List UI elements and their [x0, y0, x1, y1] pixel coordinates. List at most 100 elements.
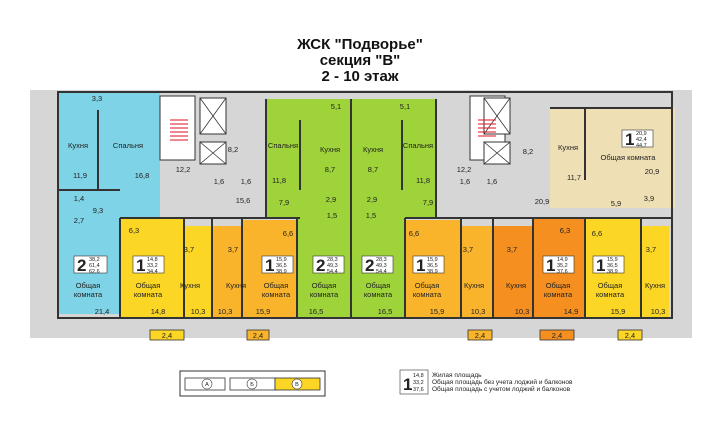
room-label-living: комната	[596, 290, 625, 299]
area-label: 16,5	[378, 307, 393, 316]
room-label-living: Общая	[312, 281, 337, 290]
apartment-badge: 1 14,9 35,2 37,6	[542, 255, 575, 275]
svg-text:14,8: 14,8	[147, 257, 158, 263]
svg-text:38,9: 38,9	[427, 269, 438, 275]
area-label: 11,9	[73, 171, 87, 180]
apartment-badge: 2 28,3 49,3 54,4	[361, 255, 394, 275]
area-label: 10,3	[651, 307, 666, 316]
apartment-badge: 1 20,9 42,4 44,7	[621, 129, 654, 149]
title-section: секция "В"	[319, 52, 401, 69]
area-label: 3,7	[463, 245, 473, 254]
room-label-living: комната	[544, 290, 573, 299]
room-label-kitchen: Кухня	[68, 141, 88, 150]
svg-text:Б: Б	[250, 382, 254, 388]
svg-text:2: 2	[316, 256, 325, 275]
room-label-living: Общая комната	[601, 153, 657, 162]
svg-text:14,9: 14,9	[557, 257, 568, 263]
svg-text:1: 1	[265, 256, 274, 275]
area-label: 15,9	[611, 307, 626, 316]
svg-text:34,4: 34,4	[147, 269, 158, 275]
apartment-beige	[550, 108, 675, 208]
apartment-badge: 1 14,8 33,2 34,4	[132, 255, 165, 275]
svg-text:1: 1	[625, 130, 634, 149]
area-label: 5,1	[400, 102, 410, 111]
svg-text:61,4: 61,4	[89, 263, 100, 269]
area-label: 14,9	[564, 307, 579, 316]
svg-text:38,2: 38,2	[89, 257, 100, 263]
area-label: 10,3	[191, 307, 206, 316]
area-label: 10,3	[471, 307, 486, 316]
svg-text:54,4: 54,4	[376, 269, 387, 275]
apartment-badge: 1 15,9 36,5 38,9	[261, 255, 294, 275]
svg-text:Общая площадь без учета лоджий: Общая площадь без учета лоджий и балконо…	[432, 378, 573, 386]
apartment-orange	[493, 226, 533, 318]
svg-text:Общая площадь с учетом лоджий: Общая площадь с учетом лоджий и балконов	[432, 385, 571, 393]
area-label: 7,9	[279, 198, 289, 207]
area-label: 1,5	[327, 211, 337, 220]
area-label: 1,6	[487, 177, 497, 186]
room-label-kitchen: Кухня	[363, 145, 383, 154]
area-label: 6,3	[560, 226, 570, 235]
svg-text:33,2: 33,2	[413, 380, 424, 386]
room-label-kitchen: Кухня	[226, 281, 246, 290]
svg-text:62,6: 62,6	[89, 269, 100, 275]
area-label: 2,4	[552, 331, 562, 340]
room-label-kitchen: Кухня	[645, 281, 665, 290]
svg-text:49,3: 49,3	[376, 263, 387, 269]
area-label: 1,4	[74, 194, 84, 203]
area-label: 3,7	[646, 245, 656, 254]
room-label-kitchen: Кухня	[464, 281, 484, 290]
area-label: 3,7	[228, 245, 238, 254]
room-label-living: Общая	[546, 281, 571, 290]
room-label-living: Общая	[76, 281, 101, 290]
svg-text:35,2: 35,2	[557, 263, 568, 269]
svg-text:28,3: 28,3	[327, 257, 338, 263]
apartment-lightorange-1	[212, 226, 242, 318]
area-label: 1,6	[241, 177, 251, 186]
area-label: 11,8	[272, 176, 286, 185]
area-label: 16,8	[135, 171, 150, 180]
area-label: 1,6	[460, 177, 470, 186]
svg-text:14,8: 14,8	[413, 373, 424, 379]
apartment-badge: 2 38,2 61,4 62,6	[73, 255, 108, 275]
area-label: 6,6	[283, 229, 293, 238]
title-complex: ЖСК "Подворье"	[297, 36, 423, 53]
svg-text:1: 1	[596, 256, 605, 275]
area-label: 20,9	[535, 197, 550, 206]
area-label: 8,2	[523, 147, 533, 156]
area-label: 1,6	[214, 177, 224, 186]
area-label: 6,6	[409, 229, 419, 238]
apartment-badge: 2 28,3 49,3 54,4	[312, 255, 345, 275]
area-label: 3,3	[92, 94, 102, 103]
svg-text:37,6: 37,6	[557, 269, 568, 275]
area-label: 3,7	[184, 245, 194, 254]
legend-area-key: 1 14,8 33,2 37,6 Жилая площадь Общая пло…	[399, 369, 573, 395]
svg-text:38,9: 38,9	[276, 269, 287, 275]
room-label-living: комната	[413, 290, 442, 299]
svg-text:1: 1	[403, 375, 412, 394]
svg-text:Жилая площадь: Жилая площадь	[432, 372, 482, 379]
svg-text:15,9: 15,9	[276, 257, 287, 263]
room-label-kitchen: Кухня	[506, 281, 526, 290]
room-label-bedroom: Спальня	[403, 141, 433, 150]
area-label: 2,9	[326, 195, 336, 204]
room-label-living: комната	[74, 290, 103, 299]
apartment-green-right	[351, 99, 436, 219]
legend-section-swatches: А Б В	[179, 370, 326, 397]
title-floors: 2 - 10 этаж	[321, 68, 399, 85]
area-label: 14,8	[151, 307, 166, 316]
apartment-badge: 1 15,9 36,5 38,9	[592, 255, 625, 275]
svg-text:37,6: 37,6	[413, 387, 424, 393]
room-label-kitchen: Кухня	[180, 281, 200, 290]
svg-text:54,4: 54,4	[327, 269, 338, 275]
area-label: 5,9	[611, 199, 621, 208]
svg-text:36,5: 36,5	[427, 263, 438, 269]
area-label: 16,5	[309, 307, 324, 316]
area-label: 8,7	[325, 165, 335, 174]
room-label-living: комната	[364, 290, 393, 299]
area-label: 2,7	[74, 216, 84, 225]
room-label-living: Общая	[415, 281, 440, 290]
area-label: 6,3	[129, 226, 139, 235]
